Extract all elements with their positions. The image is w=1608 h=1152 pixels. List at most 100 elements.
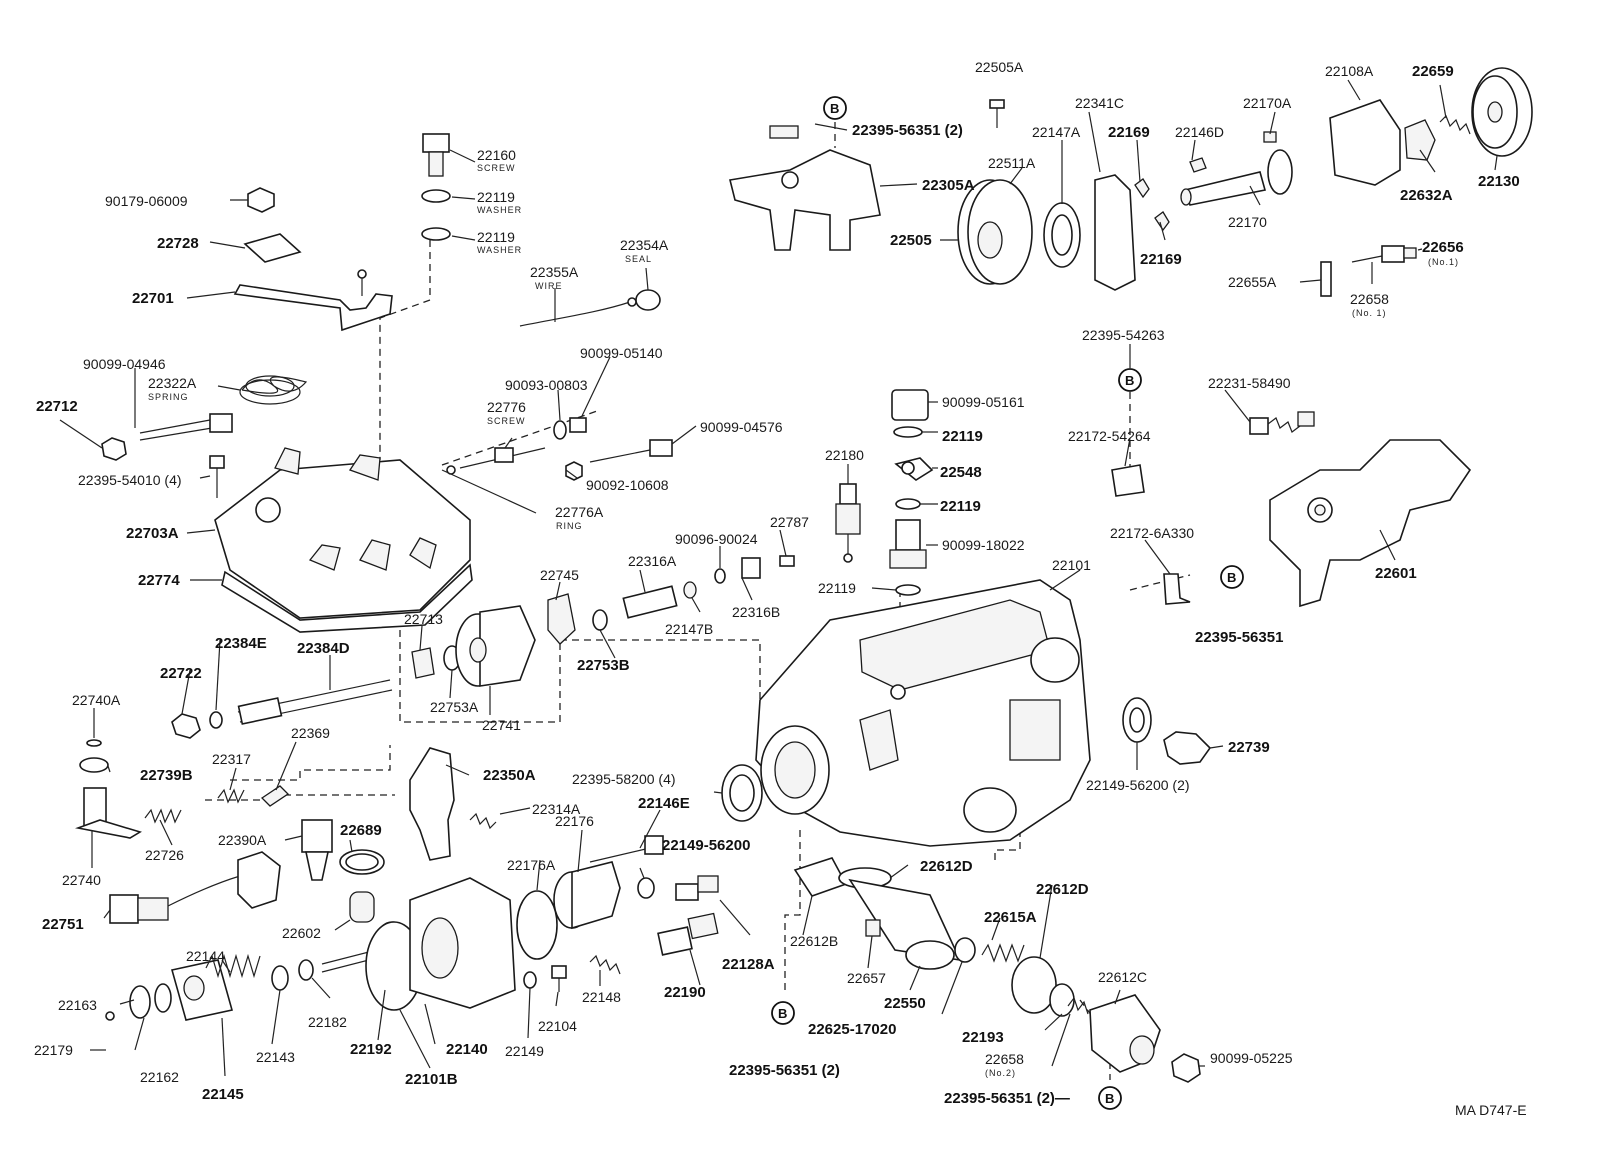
part-label: 22612B — [790, 933, 838, 949]
part-label: 22658 — [1350, 291, 1389, 307]
part-label: 22148 — [582, 989, 621, 1005]
part-label: 22354A — [620, 237, 669, 253]
part-label: 22395-56351 (2) — [852, 122, 963, 139]
part-label-note: SPRING — [148, 392, 189, 402]
part-label: 22149 — [505, 1043, 544, 1059]
part-label: 22753B — [577, 657, 630, 674]
pump-head-parts — [105, 835, 719, 1021]
part-label: 22615A — [984, 909, 1037, 926]
part-label: 22305A — [922, 177, 975, 194]
part-label: 22369 — [291, 725, 330, 741]
part-label: 22143 — [256, 1049, 295, 1065]
svg-text:B: B — [1125, 373, 1134, 388]
part-label: 22612C — [1098, 969, 1147, 985]
part-label: 22395-56351 (2)— — [944, 1090, 1070, 1107]
part-label: 90099-04946 — [83, 356, 166, 372]
part-label: 90099-04576 — [700, 419, 783, 435]
part-label: 22395-54010 (4) — [78, 472, 182, 488]
part-label: 22147A — [1032, 124, 1081, 140]
part-label: 22182 — [308, 1014, 347, 1030]
svg-text:B: B — [1227, 570, 1236, 585]
svg-text:B: B — [1105, 1091, 1114, 1106]
part-label: 22192 — [350, 1041, 392, 1058]
cover-lever-parts — [101, 133, 673, 498]
ref-b-symbol: B — [1098, 1086, 1122, 1110]
part-label: 22776A — [555, 504, 604, 520]
part-label: 22170A — [1243, 95, 1292, 111]
part-label: 22316A — [628, 553, 677, 569]
part-label: 22144 — [186, 948, 225, 964]
part-label: 22193 — [962, 1029, 1004, 1046]
part-label: 90099-05140 — [580, 345, 663, 361]
part-label: 22657 — [847, 970, 886, 986]
part-label: 22632A — [1400, 187, 1453, 204]
part-label: 22739 — [1228, 739, 1270, 756]
part-label: 22776 — [487, 399, 526, 415]
part-label: 22658 — [985, 1051, 1024, 1067]
part-labels: 22505A 22395-56351 (2) 22341C 22147A 221… — [34, 59, 1527, 1118]
governor-parts — [171, 555, 795, 739]
part-label: 22104 — [538, 1018, 577, 1034]
part-label: 22703A — [126, 525, 179, 542]
part-label-note: (No.1) — [1428, 257, 1459, 267]
part-label-note: RING — [556, 521, 583, 531]
part-label: 22162 — [140, 1069, 179, 1085]
svg-text:B: B — [830, 101, 839, 116]
part-label: 22317 — [212, 751, 251, 767]
part-label: 22689 — [340, 822, 382, 839]
part-label: 22149-56200 (2) — [1086, 777, 1190, 793]
part-label: 22395-54263 — [1082, 327, 1165, 343]
leader-lines — [59, 79, 1498, 1077]
part-label-note: SCREW — [487, 416, 526, 426]
part-label: 22163 — [58, 997, 97, 1013]
solenoid-parts — [75, 739, 497, 924]
part-label: 22655A — [1228, 274, 1277, 290]
part-label: 22722 — [160, 665, 202, 682]
part-label: 22314A — [532, 801, 581, 817]
part-label-note: SCREW — [477, 163, 516, 173]
part-label: 22787 — [770, 514, 809, 530]
part-label: 22147B — [665, 621, 713, 637]
part-label: 22612D — [920, 858, 973, 875]
part-label: 22119 — [818, 580, 856, 596]
governor-cover — [214, 447, 473, 633]
part-label: 90092-10608 — [586, 477, 669, 493]
part-label: 22548 — [940, 464, 982, 481]
part-label: 22355A — [530, 264, 579, 280]
part-label: 90099-05161 — [942, 394, 1025, 410]
part-label: 22146D — [1175, 124, 1224, 140]
part-label: 22145 — [202, 1086, 244, 1103]
part-label: 22119 — [477, 189, 515, 205]
part-label: 22384E — [215, 635, 267, 652]
part-label: 90099-18022 — [942, 537, 1025, 553]
part-label: 22712 — [36, 398, 78, 415]
part-label-note: (No.2) — [985, 1068, 1016, 1078]
part-label-note: (No. 1) — [1352, 308, 1387, 318]
part-label: 22179 — [34, 1042, 73, 1058]
timer-assembly — [838, 867, 1201, 1083]
part-label-note: SEAL — [625, 254, 652, 264]
part-label: 22505 — [890, 232, 932, 249]
part-label: 22322A — [148, 375, 197, 391]
part-label: 90179-06009 — [105, 193, 188, 209]
part-label: 22728 — [157, 235, 199, 252]
diagram-code: MA D747-E — [1455, 1102, 1527, 1118]
part-label: 22180 — [825, 447, 864, 463]
part-label: 22169 — [1140, 251, 1182, 268]
part-label: 22550 — [884, 995, 926, 1012]
part-label: 22745 — [540, 567, 579, 583]
part-label: 22602 — [282, 925, 321, 941]
part-label: 22176A — [507, 857, 556, 873]
part-label: 22350A — [483, 767, 536, 784]
part-label: 22169 — [1108, 124, 1150, 141]
part-label-note: WASHER — [477, 205, 522, 215]
part-label: 22101 — [1052, 557, 1091, 573]
part-label: 90093-00803 — [505, 377, 588, 393]
part-label: 22140 — [446, 1041, 488, 1058]
part-label: 22341C — [1075, 95, 1124, 111]
part-label: 22395-56351 (2) — [729, 1062, 840, 1079]
part-label: 22740 — [62, 872, 101, 888]
ref-b-symbol: B — [1118, 368, 1142, 392]
part-label: 22170 — [1228, 214, 1267, 230]
